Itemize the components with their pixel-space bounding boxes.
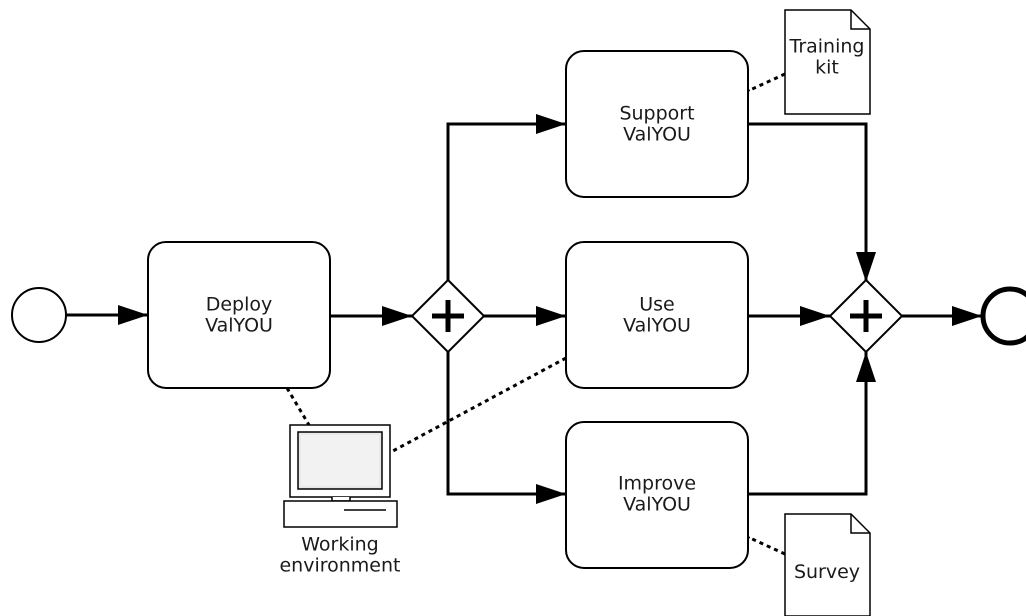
survey-label: Survey (794, 561, 860, 583)
plus-icon (850, 300, 882, 332)
association-training-kit (750, 72, 786, 90)
flow-support-to-join (748, 122, 876, 282)
association-use-environment (390, 356, 567, 454)
flow-split-to-support (446, 114, 566, 282)
start-event[interactable] (11, 287, 67, 343)
computer-icon (283, 424, 398, 528)
associations (285, 72, 786, 556)
flow-improve-to-join (748, 352, 876, 496)
data-object-survey[interactable]: Survey (784, 513, 871, 616)
parallel-gateway-split[interactable] (410, 278, 486, 354)
plus-icon (432, 300, 464, 332)
association-survey (750, 538, 786, 556)
flow-split-to-improve (446, 350, 566, 504)
association-deploy-environment (285, 387, 311, 426)
sequence-flows (66, 114, 982, 504)
parallel-gateway-join[interactable] (828, 278, 904, 354)
end-event[interactable] (980, 286, 1026, 346)
